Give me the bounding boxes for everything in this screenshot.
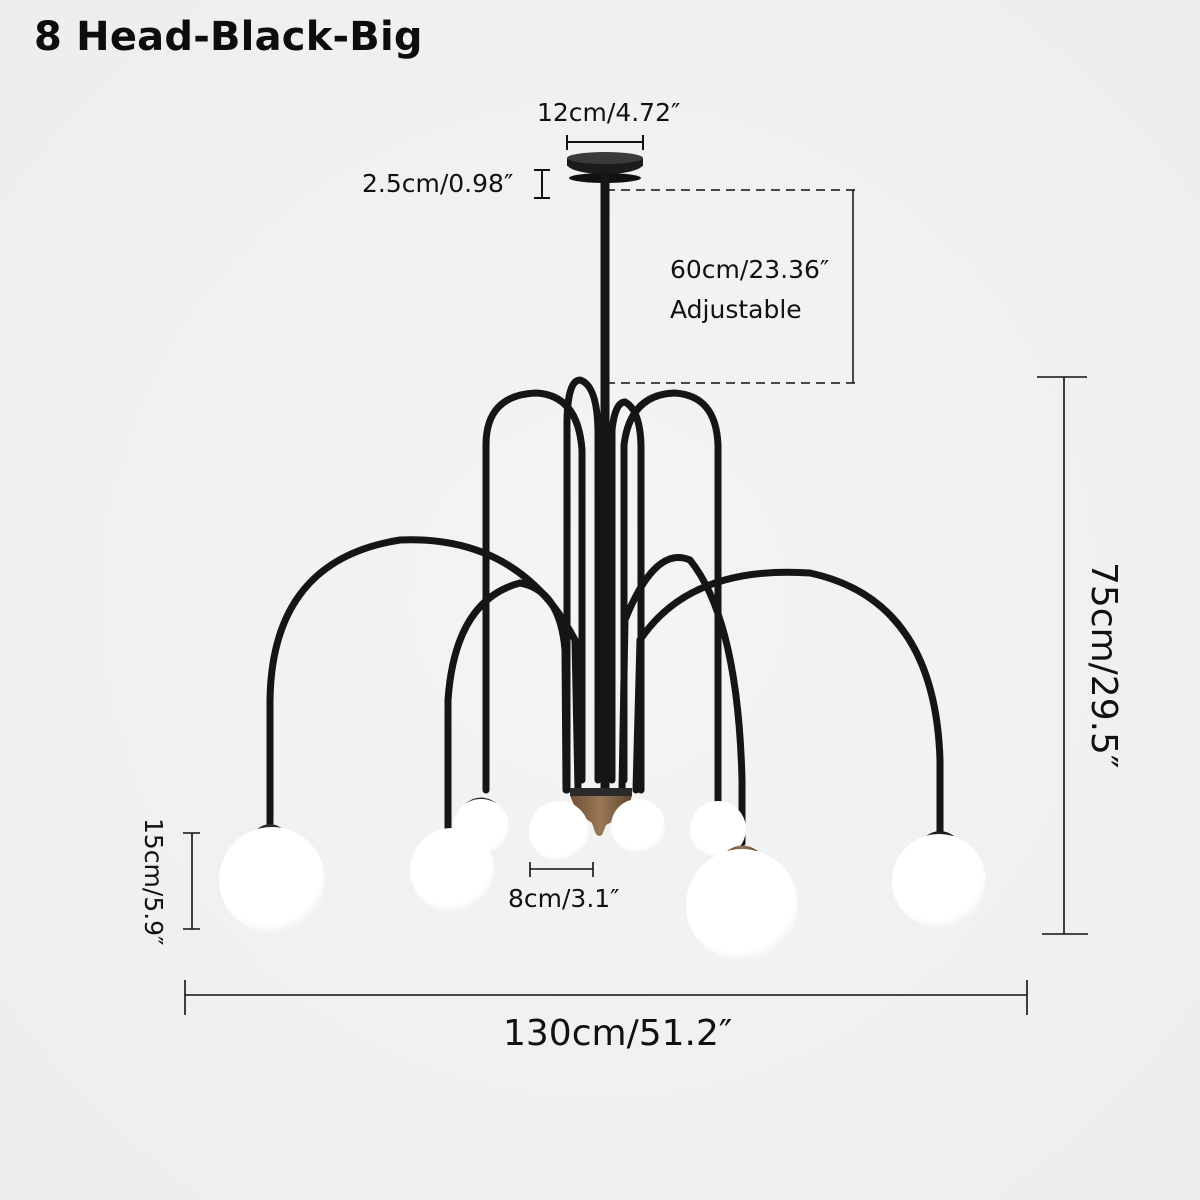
large-globe-dimension (183, 832, 200, 930)
large-globe-right (892, 831, 986, 928)
dimension-lines (183, 135, 1088, 1015)
small-globe-dimension (529, 862, 594, 877)
small-globe (410, 828, 494, 912)
upper-loop-arms (482, 376, 722, 809)
canopy-width-label: 12cm/4.72″ (537, 98, 681, 127)
globes (219, 797, 986, 961)
sweeping-arms (266, 536, 944, 847)
product-title: 8 Head-Black-Big (34, 14, 423, 60)
small-globe-diameter-label: 8cm/3.1″ (508, 884, 620, 913)
small-globe (611, 799, 665, 853)
rod-adjustable-label: Adjustable (670, 295, 802, 324)
large-globe-left (219, 824, 325, 933)
small-globe (690, 801, 746, 857)
brass-center-body (570, 788, 632, 836)
rod-length-label: 60cm/23.36″ (670, 255, 830, 284)
canopy-height-label: 2.5cm/0.98″ (362, 169, 514, 198)
canopy-height-dimension (534, 169, 550, 199)
overall-width-label: 130cm/51.2″ (503, 1013, 733, 1054)
small-globe (529, 801, 589, 861)
rod-length-dimension (606, 189, 858, 384)
chandelier (266, 152, 944, 847)
large-globe-diameter-label: 15cm/5.9″ (139, 818, 168, 946)
canopy-width-dimension (566, 135, 644, 150)
body-height-label: 75cm/29.5″ (1083, 562, 1124, 769)
large-globe-center-right (686, 845, 798, 961)
ceiling-canopy (567, 152, 643, 183)
body-height-dimension (1037, 376, 1088, 935)
overall-width-dimension (184, 980, 1028, 1015)
